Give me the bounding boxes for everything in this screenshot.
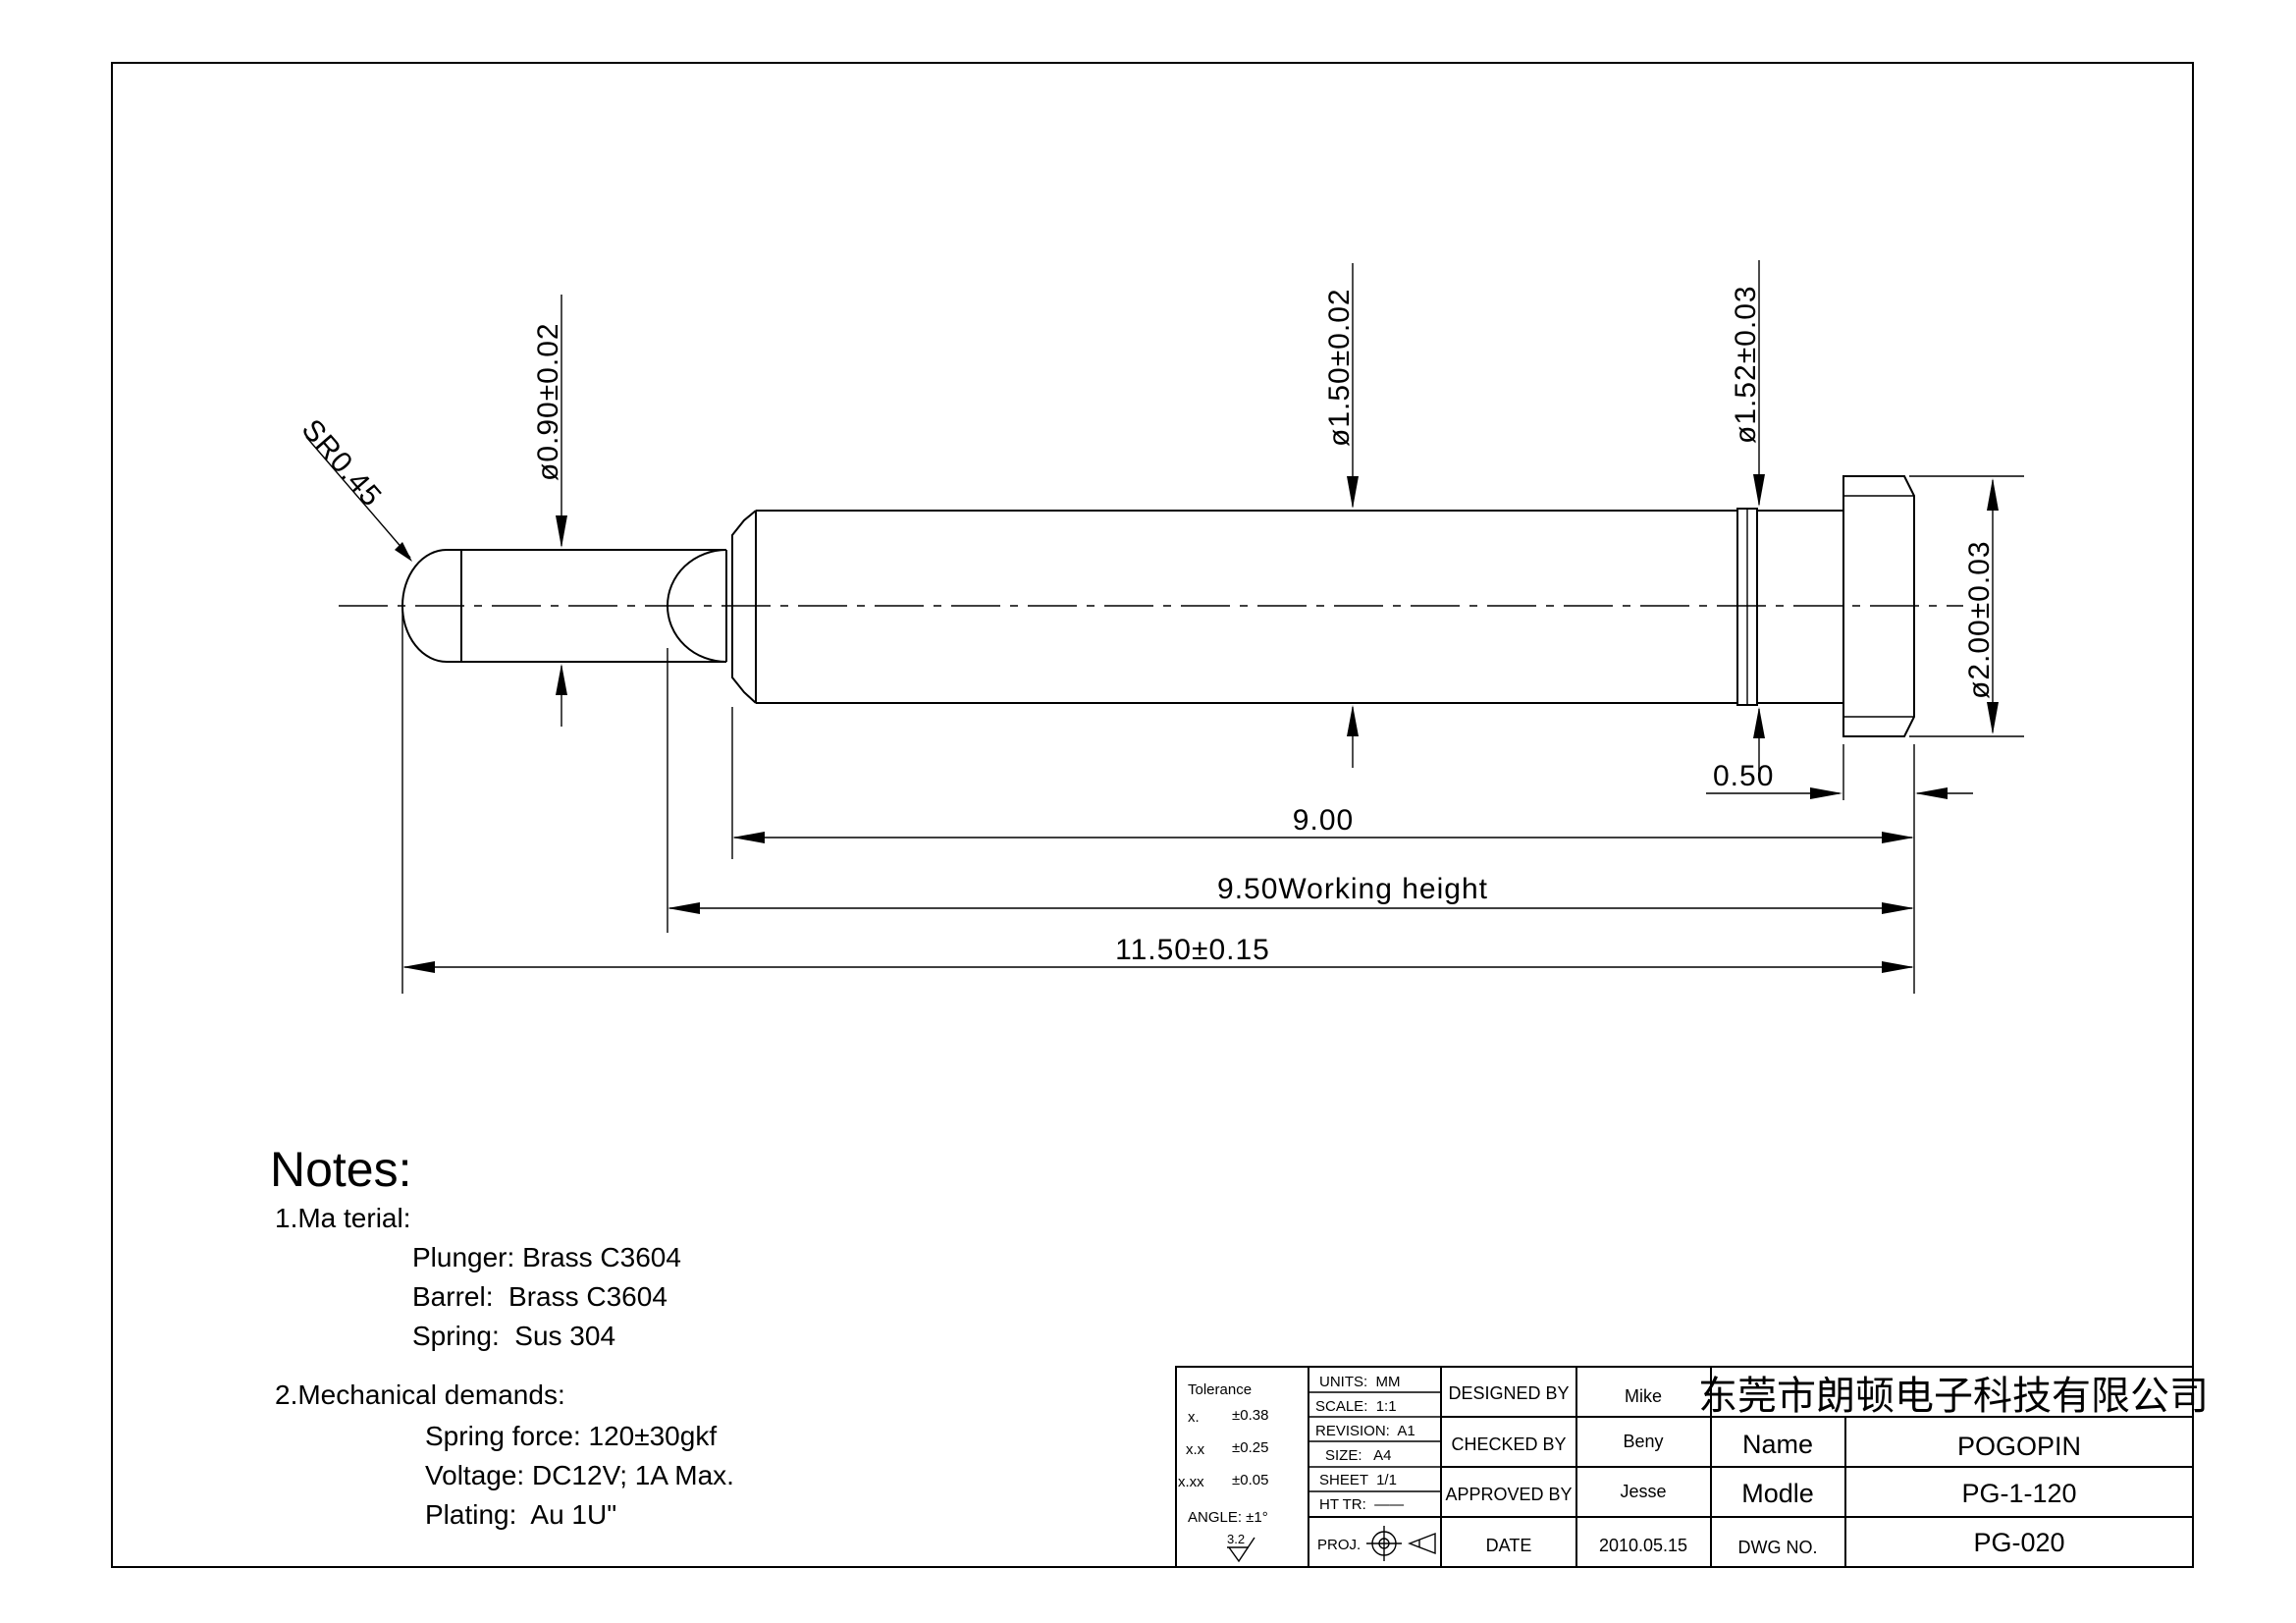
angle-tolerance: ANGLE: ±1°: [1188, 1509, 1268, 1526]
material-spring: Spring: Sus 304: [412, 1321, 615, 1351]
d-plunger-arrow-bottom: [556, 664, 567, 695]
model-number: PG-1-120: [1961, 1479, 2076, 1508]
notes: Notes: 1.Ma terial: Plunger: Brass C3604…: [270, 1142, 734, 1530]
projection-label: PROJ.: [1317, 1537, 1361, 1553]
len-working-label: 9.50Working height: [1217, 873, 1488, 905]
scale: SCALE: 1:1: [1315, 1398, 1397, 1415]
head-thk-arrow-left: [1810, 787, 1842, 799]
drawing-border: [111, 62, 2194, 1568]
head-thk-arrow-right: [1915, 787, 1948, 799]
name-label: Name: [1742, 1430, 1813, 1459]
dwg-no-label: DWG NO.: [1738, 1538, 1818, 1557]
tolerance-label: Tolerance: [1188, 1381, 1252, 1398]
date: 2010.05.15: [1599, 1536, 1687, 1555]
dimensions: SR0.45 ø0.90±0.02 ø1.50±0.02 ø1.52±0.03 …: [295, 260, 2024, 994]
d-groove-arrow-bottom: [1753, 707, 1765, 738]
sr-arrow: [395, 542, 412, 562]
len-total-label: 11.50±0.15: [1115, 934, 1270, 966]
units: UNITS: MM: [1319, 1374, 1401, 1390]
d-barrel-label: ø1.50±0.02: [1323, 288, 1356, 447]
part-name: POGOPIN: [1957, 1432, 2081, 1461]
notes-heading: Notes:: [270, 1142, 412, 1197]
len-working-arrow-left: [667, 902, 700, 914]
revision: REVISION: A1: [1315, 1423, 1415, 1439]
d-barrel-arrow-bottom: [1347, 705, 1359, 736]
len-barrel-arrow-right: [1882, 832, 1914, 843]
d-head-arrow-bottom: [1987, 702, 1999, 734]
tol-xx-val: ±0.25: [1232, 1439, 1268, 1456]
d-barrel-arrow-top: [1347, 476, 1359, 509]
pogo-pin-outline: [339, 475, 1963, 737]
checked-by: Beny: [1623, 1432, 1663, 1451]
mechanical-plating: Plating: Au 1U": [425, 1499, 616, 1530]
d-plunger-label: ø0.90±0.02: [532, 322, 564, 481]
sr-label: SR0.45: [295, 413, 388, 514]
plunger-shoulder: [667, 549, 727, 663]
tol-x-val: ±0.38: [1232, 1407, 1268, 1424]
ht-tr: HT TR: ——: [1319, 1496, 1404, 1513]
len-total-arrow-left: [402, 961, 435, 973]
tol-xxx-val: ±0.05: [1232, 1472, 1268, 1488]
first-angle-projection-icon: [1366, 1526, 1436, 1561]
len-barrel-arrow-left: [732, 832, 765, 843]
roughness-symbol: [1228, 1537, 1255, 1563]
material-plunger: Plunger: Brass C3604: [412, 1242, 681, 1272]
barrel-front: [731, 510, 757, 704]
d-groove-label: ø1.52±0.03: [1730, 285, 1762, 444]
len-working-arrow-right: [1882, 902, 1914, 914]
d-head-arrow-top: [1987, 478, 1999, 511]
plunger-tip: [401, 549, 461, 663]
size: SIZE: A4: [1325, 1447, 1392, 1464]
surface-roughness: 3.2: [1227, 1532, 1245, 1546]
tol-xx: x.x: [1186, 1441, 1205, 1458]
len-barrel-label: 9.00: [1293, 804, 1354, 837]
approved-by-label: APPROVED BY: [1445, 1485, 1572, 1504]
material-title: 1.Ma terial:: [275, 1203, 411, 1233]
dwg-no: PG-020: [1973, 1528, 2064, 1557]
d-head-label: ø2.00±0.03: [1963, 540, 1996, 699]
approved-by: Jesse: [1620, 1482, 1666, 1501]
date-label: DATE: [1486, 1536, 1532, 1555]
d-groove-arrow-top: [1753, 474, 1765, 507]
tol-xxx: x.xx: [1178, 1474, 1204, 1490]
head-thk-label: 0.50: [1713, 760, 1774, 792]
mechanical-voltage: Voltage: DC12V; 1A Max.: [425, 1460, 734, 1490]
d-plunger-arrow-top: [556, 515, 567, 548]
designed-by: Mike: [1625, 1386, 1662, 1406]
mechanical-spring-force: Spring force: 120±30gkf: [425, 1421, 717, 1451]
sr-leader: [305, 436, 411, 559]
mechanical-title: 2.Mechanical demands:: [275, 1380, 565, 1410]
sheet: SHEET 1/1: [1319, 1472, 1397, 1488]
material-barrel: Barrel: Brass C3604: [412, 1281, 667, 1312]
model-label: Modle: [1741, 1479, 1814, 1508]
checked-by-label: CHECKED BY: [1451, 1434, 1566, 1454]
tol-x: x.: [1188, 1409, 1200, 1426]
company-name: 东莞市朗顿电子科技有限公司: [1698, 1374, 2209, 1419]
title-block: Tolerance x. ±0.38 x.x ±0.25 x.xx ±0.05 …: [1175, 1366, 2209, 1568]
designed-by-label: DESIGNED BY: [1448, 1383, 1569, 1403]
len-total-arrow-right: [1882, 961, 1914, 973]
